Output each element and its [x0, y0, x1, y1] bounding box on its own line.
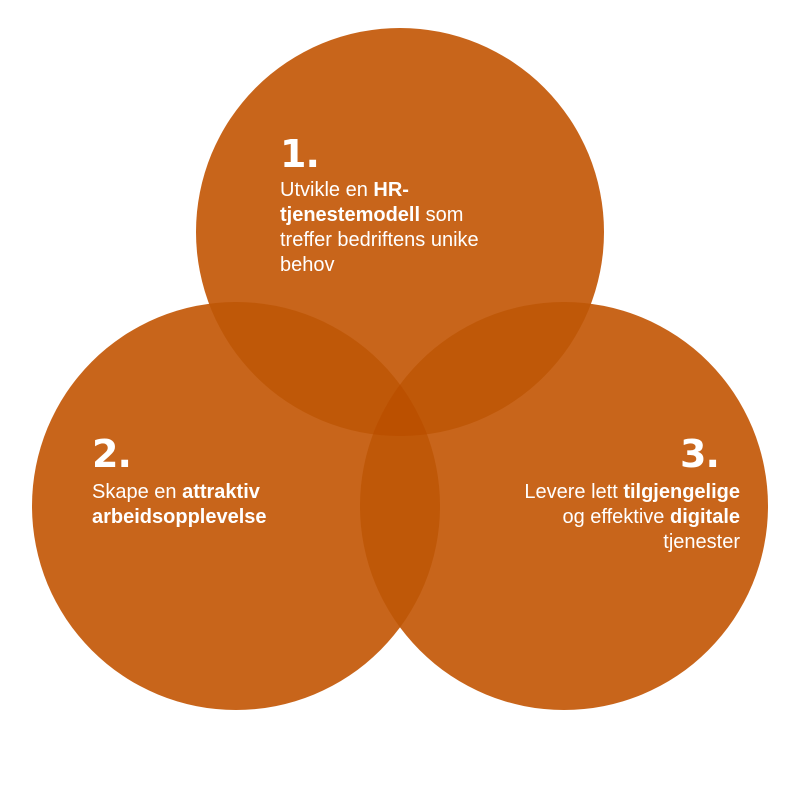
item-1-line2-a: tjenestemodell — [280, 204, 421, 226]
overlap-top-left — [196, 302, 440, 436]
item-1-line3: treffer bedriftens unike — [280, 229, 479, 251]
item-3-line3: tjenester — [663, 531, 740, 553]
item-1-line4: behov — [280, 254, 335, 276]
item-2-line2: arbeidsopplevelse — [92, 506, 267, 528]
item-2-line1-a: Skape en — [92, 481, 183, 503]
item-2-number: 2. — [92, 432, 132, 476]
item-2-line1-b: attraktiv — [182, 481, 260, 503]
item-3-line2-a: og effektive — [562, 506, 670, 528]
item-1-number: 1. — [280, 132, 320, 176]
item-3-number: 3. — [680, 432, 720, 476]
item-3-line1-a: Levere lett — [524, 481, 624, 503]
overlap-top-right — [360, 302, 604, 436]
item-1-line1-a: Utvikle en — [280, 179, 374, 201]
item-2-text: Skape en attraktiv arbeidsopplevelse — [92, 480, 352, 530]
item-3-line1-b: tilgjengelige — [623, 481, 740, 503]
item-1-line1-b: HR- — [373, 179, 409, 201]
item-1-text: Utvikle en HR- tjenestemodell som treffe… — [280, 178, 580, 278]
item-1-line2-b: som — [420, 204, 464, 226]
item-3-text: Levere lett tilgjengelige og effektive d… — [450, 480, 740, 555]
item-3-line2-b: digitale — [669, 506, 740, 528]
